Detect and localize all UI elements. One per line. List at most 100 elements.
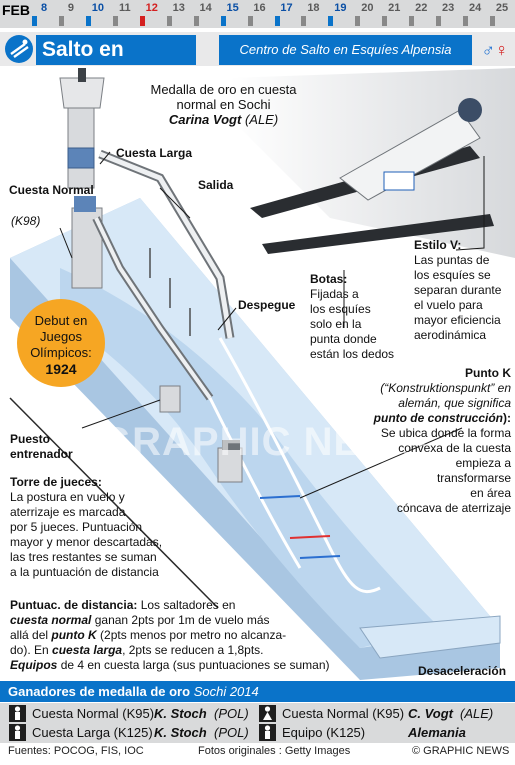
day-23: 23 [434, 2, 462, 26]
medal-country: (POL) [214, 725, 249, 740]
label-cuesta-normal: Cuesta Normal [9, 183, 94, 197]
punto-k-italic: alemán, que significa [398, 396, 511, 410]
punto-k-note: Punto K (“Konstruktionspunkt” en alemán,… [373, 366, 511, 515]
page-title: Salto en Esquíes [36, 35, 196, 91]
puntuacion-distancia-note: Puntuac. de distancia: Los saltadores en… [10, 598, 430, 673]
day-24: 24 [461, 2, 489, 26]
label-puesto: Puesto [10, 432, 51, 446]
medal-event: Cuesta Larga (K125) [32, 725, 153, 740]
day-number: 21 [388, 2, 401, 14]
gold-caption: Medalla de oro en cuesta normal en Sochi… [136, 82, 311, 127]
male-silhouette-icon [9, 705, 26, 722]
ski-jump-logo-icon [5, 35, 33, 63]
estilo-v-line: los esquíes se [414, 268, 491, 282]
day-marker [409, 16, 415, 26]
botas-line: están los dedos [310, 347, 395, 361]
day-marker [112, 16, 118, 26]
day-20: 20 [353, 2, 381, 26]
day-marker [301, 16, 307, 26]
botas-line: Fijadas a [310, 287, 359, 301]
footer-sources: Fuentes: POCOG, FIS, IOC [8, 745, 144, 757]
gender-icons: ♂♀ [478, 36, 512, 64]
debut-badge: Debut en Juegos Olímpicos: 1924 [17, 299, 105, 387]
torre-jueces-note: Torre de jueces: La postura en vuelo y a… [10, 475, 185, 580]
torre-line: mayor y menor descartadas, [10, 535, 163, 549]
gold-caption-line1: Medalla de oro en cuesta [150, 82, 297, 97]
watermark: GRAPHIC NEWS [100, 420, 428, 464]
punto-k-italic: (“Konstruktionspunkt” en [380, 381, 511, 395]
footer-credit: © GRAPHIC NEWS [412, 745, 510, 757]
punto-k-line: cóncava de aterrizaje [396, 501, 511, 515]
punto-k-emphasis: punto de construcción [373, 411, 503, 425]
judges-tower [217, 440, 243, 483]
punto-k-title: Punto K [465, 366, 511, 380]
day-marker [274, 16, 280, 26]
distance-arrow [9, 397, 219, 609]
day-10: 10 [84, 2, 112, 26]
label-cuesta-larga: Cuesta Larga [116, 146, 193, 160]
medal-row: Cuesta Normal (K95) K. Stoch (POL) Cuest… [0, 703, 515, 724]
torre-line: por 5 jueces. Puntuación [10, 520, 143, 534]
day-25: 25 [488, 2, 515, 26]
puntuac-emph: Equipos [10, 658, 58, 672]
day-marker [166, 16, 172, 26]
day-marker [436, 16, 442, 26]
estilo-v-line: separan durante [414, 283, 502, 297]
ski-jump-illustration [9, 68, 515, 680]
botas-note: Botas: Fijadas a los esquíes solo en la … [310, 272, 430, 362]
puntuac-text: allá del [10, 628, 49, 642]
puntuac-text: (2pts menos por metro no alcanza- [100, 628, 287, 642]
day-16: 16 [246, 2, 274, 26]
medal-event: Cuesta Normal (K95) [282, 706, 405, 721]
puntuac-emph: punto K [51, 628, 97, 642]
puntuac-text: ganan 2pts por 1m de vuelo más [94, 613, 270, 627]
outrun [359, 615, 501, 659]
debut-line2: Juegos [40, 329, 82, 344]
botas-line: punta donde [310, 332, 377, 346]
estilo-v-line: aerodinámica [414, 328, 487, 342]
day-number: 10 [91, 2, 104, 14]
debut-line3: Olímpicos: [30, 345, 92, 360]
day-number: 18 [307, 2, 320, 14]
day-number: 22 [415, 2, 428, 14]
puntuac-emph: cuesta normal [10, 613, 92, 627]
day-marker [355, 16, 361, 26]
puntuac-emph: cuesta larga [52, 643, 123, 657]
torre-line: a la puntuación de distancia [10, 565, 159, 579]
landing-track [218, 337, 381, 594]
estilo-v-line: mayor eficiencia [414, 313, 501, 327]
venue-subtitle: Centro de Salto en Esquíes Alpensia [219, 35, 472, 65]
punto-k-line: empieza a [455, 456, 511, 470]
day-marker [247, 16, 253, 26]
gold-athlete-country: (ALE) [244, 112, 279, 127]
punto-k-line: Se ubica donde la forma [380, 426, 511, 440]
medal-country: (ALE) [460, 706, 494, 721]
male-silhouette-icon [9, 724, 26, 741]
day-number: 9 [67, 2, 74, 14]
day-marker [193, 16, 199, 26]
day-marker [32, 16, 37, 26]
medals-header: Ganadores de medalla de oro Sochi 2014 [0, 681, 515, 702]
day-number: 25 [495, 2, 509, 14]
estilo-v-title: Estilo V: [414, 238, 462, 252]
footer-photos: Fotos originales : Getty Images [198, 745, 351, 757]
botas-title: Botas: [310, 272, 348, 286]
day-22: 22 [407, 2, 435, 26]
puntuac-text: de 4 en cuesta larga (sus puntuaciones s… [60, 658, 330, 672]
day-13: 13 [165, 2, 193, 26]
coach-stand [159, 385, 181, 413]
day-number: 14 [199, 2, 212, 14]
day-marker [139, 16, 145, 26]
medal-winner: Alemania [408, 725, 466, 740]
day-number: 20 [361, 2, 374, 14]
day-number: 13 [172, 2, 185, 14]
day-17: 17 [273, 2, 301, 26]
callout-lines [59, 151, 485, 499]
botas-line: solo en la [310, 317, 362, 331]
estilo-v-note: Estilo V: Las puntas de los esquíes se s… [414, 238, 514, 343]
botas-line: los esquíes [310, 302, 371, 316]
ski-jumper [250, 98, 494, 254]
label-puesto-entrenador: Puesto entrenador [10, 432, 73, 462]
day-number: 24 [468, 2, 482, 14]
medal-winner: K. Stoch [154, 706, 207, 721]
